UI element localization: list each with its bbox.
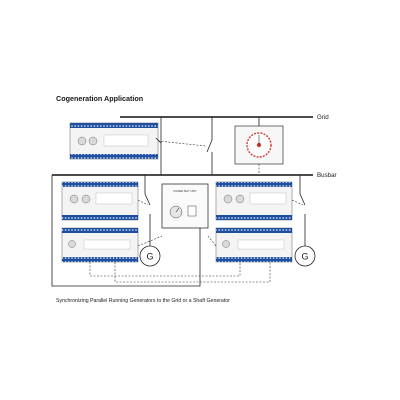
generator-2-load-share-module	[215, 227, 293, 263]
generator-1-load-share-module	[61, 227, 139, 263]
generator-1-label: G	[146, 252, 153, 262]
generator-2-icon: G	[294, 245, 316, 267]
synchroscope	[234, 117, 284, 175]
generator-2-sync-module	[215, 181, 293, 221]
diagram-caption: Synchronizing Parallel Running Generator…	[56, 298, 230, 304]
generator-1-sync-module	[61, 181, 139, 221]
generator-1-icon: G	[139, 245, 161, 267]
generator-2-label: G	[301, 252, 308, 262]
busbar-label: Busbar	[317, 172, 337, 179]
panel-title: POWER MGT UNIT	[173, 189, 196, 193]
grid-label: Grid	[317, 114, 329, 121]
grid-sync-module	[69, 122, 159, 160]
diagram-title: Cogeneration Application	[56, 94, 143, 103]
power-management-panel: POWER MGT UNIT	[161, 183, 209, 229]
